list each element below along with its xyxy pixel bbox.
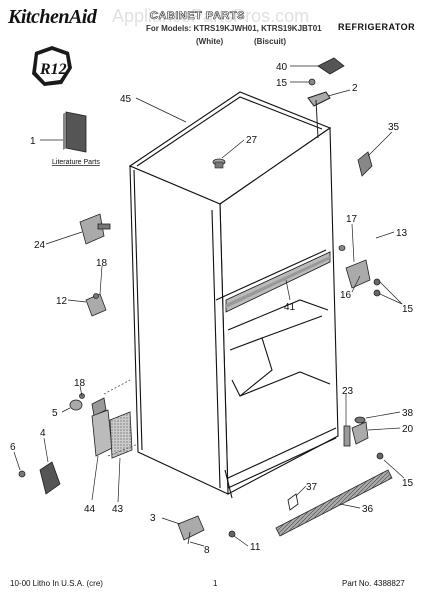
callout-23: 23 <box>342 386 354 397</box>
lower-hinge-right <box>343 416 384 460</box>
footer-part-number: Part No. 4388827 <box>342 579 405 588</box>
callout-36: 36 <box>362 504 374 515</box>
callout-35: 35 <box>388 122 400 133</box>
callout-2: 2 <box>352 83 358 94</box>
callout-8: 8 <box>204 545 210 556</box>
callout-44: 44 <box>84 504 96 515</box>
callout-15-low: 15 <box>402 478 414 489</box>
variant-white: (White) <box>196 37 224 46</box>
callout-16: 16 <box>340 290 352 301</box>
callout-13: 13 <box>396 228 408 239</box>
literature-parts-label: Literature Parts <box>52 159 100 166</box>
callout-1: 1 <box>30 136 36 147</box>
center-hinge <box>338 245 381 297</box>
refrigerator-cabinet <box>128 91 339 499</box>
leveling-foot-cover <box>18 461 61 495</box>
callout-40: 40 <box>276 62 288 73</box>
callout-45: 45 <box>120 94 132 105</box>
bottom-hinge <box>177 515 236 545</box>
callout-20: 20 <box>402 424 414 435</box>
callout-18-upper: 18 <box>96 258 108 269</box>
callout-38: 38 <box>402 408 414 419</box>
literature-booklet <box>63 111 87 153</box>
callout-37: 37 <box>306 482 318 493</box>
r12-badge: R12 <box>32 46 72 86</box>
callout-12: 12 <box>56 296 68 307</box>
callout-4: 4 <box>40 428 46 439</box>
callout-27: 27 <box>246 135 258 146</box>
toe-strip <box>275 469 393 537</box>
screw-top <box>308 78 316 86</box>
callouts: 40 15 2 45 27 35 1 24 17 13 18 12 41 16 … <box>10 62 414 556</box>
footer-page-number: 1 <box>213 579 218 588</box>
variant-biscuit: (Biscuit) <box>254 37 286 46</box>
bottom-hinge-left <box>91 409 113 457</box>
page-title: CABINET PARTS <box>150 10 245 23</box>
toe-grille-panel <box>109 411 133 459</box>
callout-43: 43 <box>112 504 124 515</box>
hinge-cover <box>317 57 345 75</box>
callout-3: 3 <box>150 513 156 524</box>
callout-18-lower: 18 <box>74 378 86 389</box>
footer-litho: 10-00 Litho In U.S.A. (cre) <box>10 579 103 588</box>
callout-24: 24 <box>34 240 46 251</box>
callout-41: 41 <box>284 302 296 313</box>
callout-17: 17 <box>346 214 358 225</box>
hinge-bracket-left <box>79 213 111 245</box>
callout-15-top: 15 <box>276 78 288 89</box>
side-bracket <box>357 151 373 177</box>
models-line: For Models: KTRS19KJWH01, KTRS19KJBT01 <box>146 24 322 33</box>
category-label: REFRIGERATOR <box>338 22 416 32</box>
callout-5: 5 <box>52 408 58 419</box>
divider-rail <box>225 251 331 313</box>
callout-6: 6 <box>10 442 16 453</box>
toe-strip-clip <box>287 493 299 511</box>
leveler-knob <box>212 158 226 169</box>
door-stop-upper <box>85 293 107 317</box>
watermark-text: AppliancePartsPros.com <box>112 6 310 26</box>
callout-11: 11 <box>250 542 261 553</box>
leader-lines <box>13 65 405 547</box>
r12-badge-text: R12 <box>39 61 67 78</box>
brand-logo: KitchenAid <box>8 6 97 28</box>
top-hinge <box>307 91 331 139</box>
callout-15-mid: 15 <box>402 304 414 315</box>
